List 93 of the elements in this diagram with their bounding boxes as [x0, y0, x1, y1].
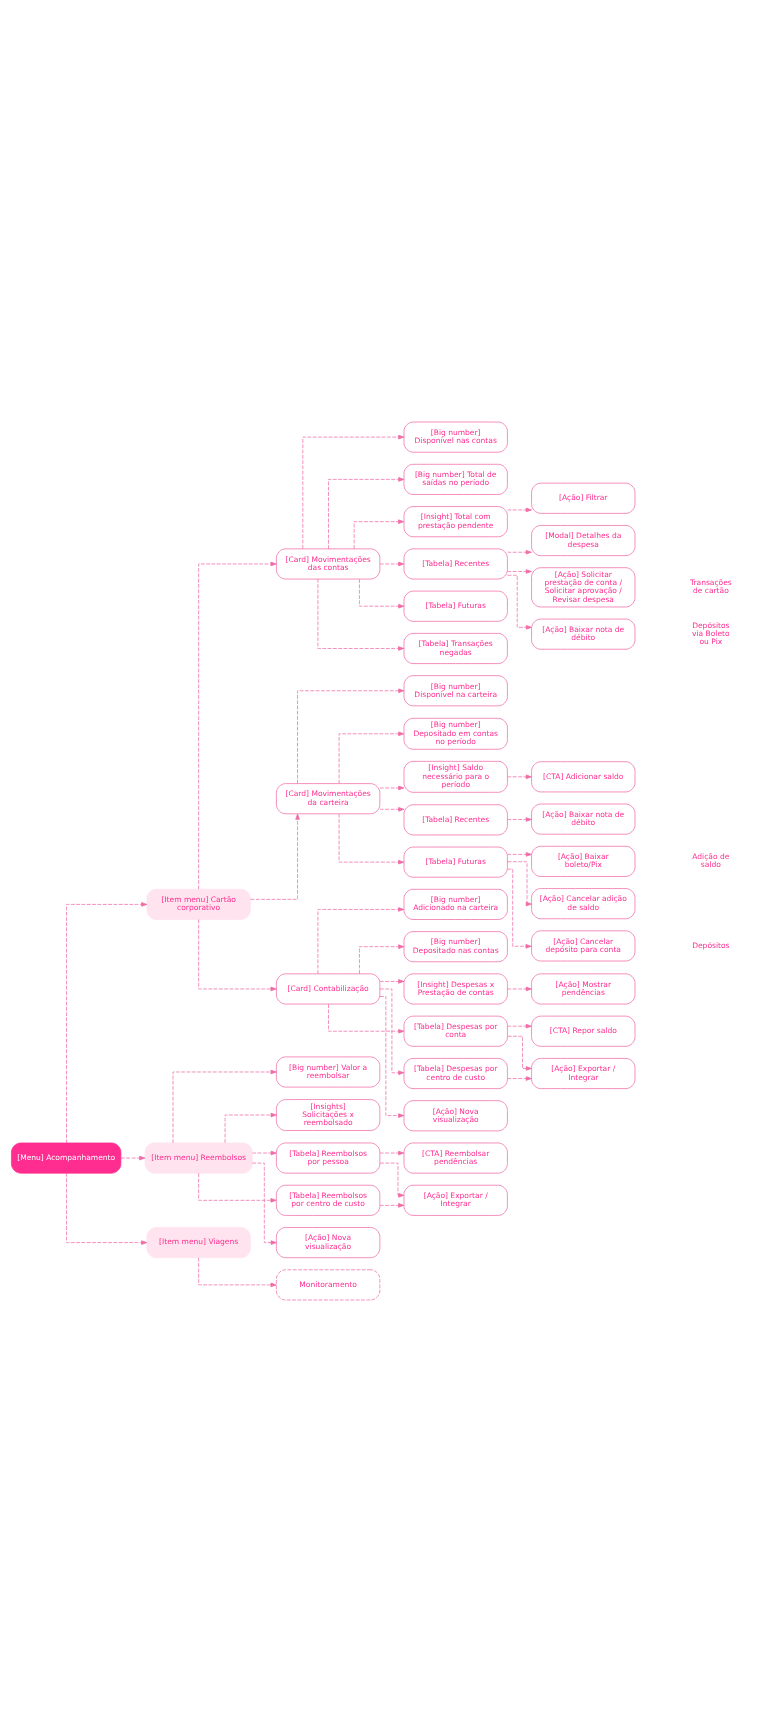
- node-box: [Tabela] Futuras: [403, 590, 508, 622]
- node-box: [Item menu] Reembolsos: [144, 1142, 253, 1174]
- arrow: [507, 852, 532, 857]
- node-box: [Big number] Depositado nas contas: [403, 931, 508, 963]
- arrow: [379, 1150, 405, 1156]
- arrow: [379, 996, 405, 1118]
- node-box: [Big number] Disponível na carteira: [403, 675, 508, 707]
- node-box: [Big number] Disponível nas contas: [403, 421, 508, 453]
- arrow: [507, 1035, 532, 1071]
- node-box: [Ação] Nova visualização: [403, 1100, 508, 1132]
- node-box: [Ação] Solicitar prestação de conta / Solicitar aprovação / Revisar despesa: [531, 567, 636, 608]
- node-box: [Ação] Exportar / Integrar: [531, 1058, 636, 1089]
- arrow: [507, 868, 532, 949]
- arrow: [251, 1162, 277, 1245]
- arrow: [507, 861, 532, 907]
- arrow: [507, 817, 532, 822]
- arrow: [198, 919, 277, 992]
- arrow: [338, 813, 405, 865]
- node-box: [Tabela] Futuras: [403, 846, 508, 878]
- node-box: [Tabela] Recentes: [403, 804, 508, 836]
- arrow: [328, 477, 405, 550]
- label: Transações de cartão: [689, 578, 732, 596]
- node-box: [Ação] Mostrar pendências: [531, 973, 636, 1005]
- node-box: [Item menu] Cartão corporativo: [146, 888, 251, 920]
- arrow: [507, 574, 532, 630]
- arrow: [338, 731, 405, 784]
- arrow: [359, 578, 405, 609]
- arrow: [120, 1155, 146, 1161]
- arrow: [507, 550, 532, 555]
- arrow: [66, 1172, 148, 1245]
- node-box: [Big number] Adicionado na carteira: [403, 888, 508, 920]
- arrow: [317, 907, 405, 974]
- node-box: [Tabela] Despesas por centro de custo: [403, 1058, 508, 1089]
- arrow: [250, 813, 300, 900]
- node-box: [Insight] Despesas x Prestação de contas: [403, 973, 508, 1005]
- node-box: [Card] Contabilização: [276, 973, 381, 1005]
- node-box: [Insights] Solicitações x reembolsado: [276, 1099, 381, 1131]
- arrow: [224, 1112, 277, 1144]
- node-box: [Tabela] Despesas por conta: [403, 1015, 508, 1047]
- arrow: [507, 1023, 532, 1029]
- arrow: [507, 1076, 532, 1081]
- node-box: [Big number] Valor a reembolsar: [276, 1056, 381, 1088]
- node-box: [CTA] Adicionar saldo: [531, 761, 636, 793]
- node-box: [Ação] Baixar nota de débito: [531, 803, 636, 835]
- node-box: [Tabela] Reembolsos por centro de custo: [276, 1184, 381, 1216]
- node-box: [Tabela] Transações negadas: [403, 633, 508, 664]
- node-box: [Ação] Cancelar depósito para conta: [531, 930, 636, 962]
- arrow: [379, 1203, 405, 1208]
- arrow: [507, 507, 532, 513]
- node-box: [Card] Movimentações das contas: [276, 548, 381, 580]
- node-box: [Ação] Nova visualização: [276, 1227, 381, 1259]
- node-box: [Insight] Saldo necessário para o período: [403, 760, 508, 793]
- node-box: [Big number] Depositado em contas no período: [403, 717, 508, 750]
- arrow: [66, 902, 148, 1144]
- arrow: [198, 561, 277, 890]
- arrow: [379, 785, 405, 791]
- node-box: [CTA] Reembolsar pendências: [403, 1142, 508, 1174]
- arrow: [328, 1003, 405, 1034]
- arrow: [379, 988, 405, 1075]
- arrow: [172, 1069, 277, 1144]
- arrow: [507, 569, 532, 574]
- arrow: [507, 774, 532, 780]
- arrow: [359, 944, 405, 975]
- arrow: [252, 1150, 277, 1156]
- node-box: [Menu] Acompanhamento: [11, 1142, 122, 1174]
- node-box: [Modal] Detalhes da despesa: [531, 525, 636, 556]
- label: Adição de saldo: [692, 852, 730, 870]
- label: Depósitos: [692, 940, 730, 950]
- label: Depósitos via Boleto ou Pix: [692, 620, 730, 647]
- node-box: Monitoramento: [276, 1269, 381, 1301]
- arrow: [379, 561, 405, 567]
- arrow: [198, 1172, 277, 1203]
- node-box: [Ação] Baixar nota de débito: [531, 618, 636, 650]
- node-box: [Ação] Filtrar: [531, 482, 636, 514]
- node-box: [CTA] Repor saldo: [531, 1015, 636, 1047]
- node-box: [Big number] Total de saídas no período: [403, 463, 508, 495]
- arrow: [379, 1162, 405, 1198]
- node-box: [Tabela] Reembolsos por pessoa: [276, 1142, 381, 1174]
- arrow: [302, 434, 405, 550]
- arrow: [379, 807, 405, 812]
- arrow: [317, 578, 405, 651]
- node-box: [Card] Movimentações da carteira: [276, 783, 381, 815]
- node-box: [Ação] Cancelar adição de saldo: [531, 888, 636, 920]
- node-box: [Ação] Exportar / Integrar: [403, 1184, 508, 1216]
- node-box: [Insight] Total com prestação pendente: [403, 506, 508, 538]
- arrow: [198, 1257, 277, 1288]
- node-box: [Tabela] Recentes: [403, 548, 508, 580]
- arrow: [507, 986, 532, 992]
- node-box: [Item menu] Viagens: [146, 1227, 251, 1259]
- arrow: [379, 979, 405, 984]
- arrow: [353, 519, 405, 550]
- node-box: [Ação] Baixar boleto/Pix: [531, 845, 636, 877]
- arrow: [297, 688, 405, 784]
